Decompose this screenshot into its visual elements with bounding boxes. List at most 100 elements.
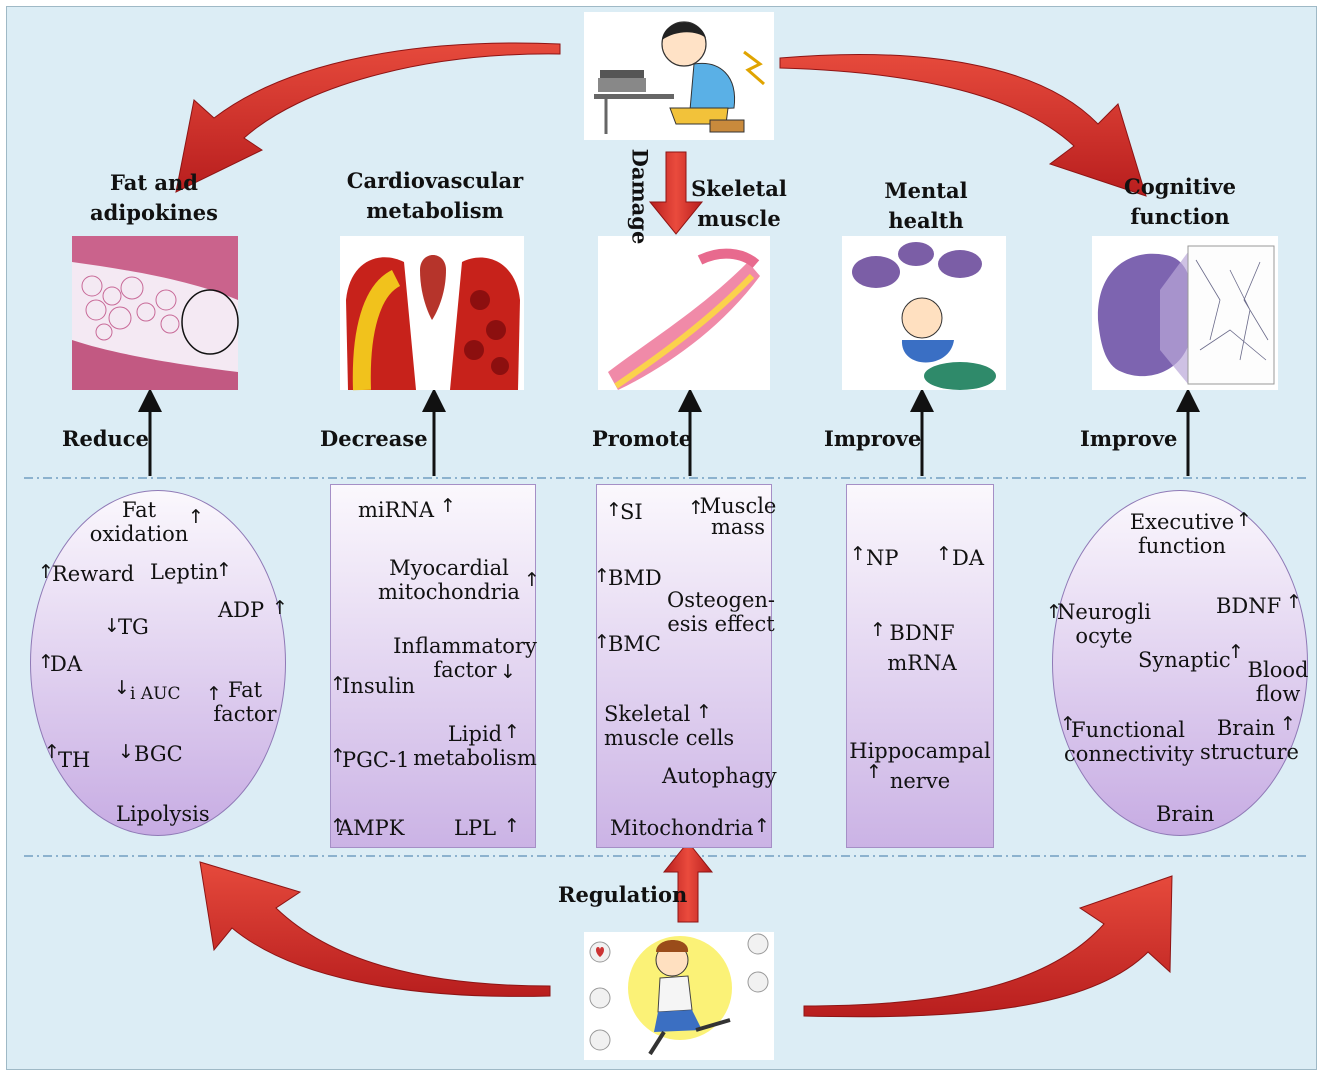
item-lipid: Lipid metabolism	[412, 722, 538, 770]
up-arrow-icon: ↑	[38, 651, 54, 673]
up-arrow-icon: ↑	[272, 597, 288, 619]
item-lipid-line1: Lipid	[447, 722, 503, 746]
up-arrow-icon: ↑	[330, 745, 346, 767]
item-bmc: BMC	[608, 632, 662, 656]
up-arrow-icon: ↑	[44, 741, 60, 763]
item-muscle-mass-line2: mass	[711, 515, 765, 539]
item-functional-line2: connectivity	[1064, 742, 1194, 766]
verb-decrease: Decrease	[320, 426, 428, 451]
item-blood-flow-line2: flow	[1255, 682, 1301, 706]
down-arrow-icon: ↓	[114, 677, 130, 699]
item-functional-line1: Functional	[1071, 718, 1185, 742]
curved-arrow-bottom-left	[199, 861, 551, 997]
item-neuroglia: Neurogli ocyte	[1056, 600, 1152, 648]
item-fat-oxidation-line2: oxidation	[89, 522, 189, 546]
item-reward: Reward	[52, 562, 135, 586]
up-arrow-icon: ↑	[38, 561, 54, 583]
fat-panel	[30, 490, 286, 836]
verb-reduce: Reduce	[62, 426, 149, 451]
item-fat-oxidation-line1: Fat	[121, 498, 157, 522]
up-arrow-icon: ↑	[1280, 713, 1296, 735]
item-brain-structure: Brain structure	[1200, 716, 1299, 764]
blood-vessel-heart-image	[340, 236, 524, 391]
item-myocardial: Myocardial mitochondria	[374, 556, 524, 604]
item-fat-factor-line1: Fat	[227, 678, 263, 702]
item-osteogenesis: Osteogen- esis effect	[664, 588, 778, 636]
damage-label: Damage	[627, 148, 653, 245]
up-arrow-icon: ↑	[440, 495, 456, 517]
item-mitochondria: Mitochondria	[610, 816, 754, 840]
item-muscle-cells: Skeletal muscle cells	[604, 702, 734, 750]
item-bdnf-line1: BDNF	[889, 621, 955, 645]
up-arrow-icon: ↑	[1286, 591, 1302, 613]
heading-fat-line1: Fat and	[110, 170, 198, 195]
item-inflammatory: Inflammatory factor	[392, 634, 538, 682]
heading-mental-line1: Mental	[884, 178, 968, 203]
item-blood-flow: Blood flow	[1244, 658, 1312, 706]
regulation-label: Regulation	[558, 882, 688, 907]
down-arrow-icon: ↓	[118, 741, 134, 763]
item-hippocampal-line1: Hippocampal	[849, 739, 991, 763]
item-insulin: Insulin	[342, 674, 416, 698]
item-bmd: BMD	[608, 566, 662, 590]
item-fat-oxidation: Fat oxidation	[84, 498, 194, 546]
item-executive: Executive function	[1120, 510, 1244, 558]
heading-skeletal: Skeletal muscle	[686, 174, 792, 234]
heading-skeletal-line1: Skeletal	[691, 176, 787, 201]
up-arrow-icon: ↑	[188, 506, 204, 528]
item-muscle-mass-line1: Muscle	[699, 494, 777, 518]
item-muscle-mass: Muscle mass	[698, 496, 778, 538]
item-inflammatory-line2: factor	[433, 658, 497, 682]
item-fat-factor-line2: factor	[213, 702, 277, 726]
skeletal-panel	[596, 484, 772, 848]
item-inflammatory-line1: Inflammatory	[393, 634, 537, 658]
verb-improve-mental: Improve	[824, 426, 922, 451]
item-brain-structure-line1: Brain	[1216, 716, 1276, 740]
item-hippocampal: Hippocampal nerve	[848, 736, 992, 796]
up-arrow-icon: ↑	[850, 543, 866, 565]
item-th: TH	[58, 748, 91, 772]
item-lpl: LPL	[454, 816, 497, 840]
up-arrow-icon: ↑	[504, 721, 520, 743]
item-osteogenesis-line2: esis effect	[667, 612, 775, 636]
item-da: DA	[50, 652, 83, 676]
item-bdnf-mrna: BDNF mRNA	[876, 618, 968, 678]
up-arrow-icon: ↑	[754, 815, 770, 837]
item-adp: ADP	[218, 598, 265, 622]
item-hippocampal-line2: nerve	[889, 769, 951, 793]
heading-cognitive-line1: Cognitive	[1124, 174, 1236, 199]
stressed-man-image	[842, 236, 1006, 390]
item-neuroglia-line1: Neurogli	[1057, 600, 1151, 624]
sitting-person-back-pain-icon	[584, 12, 774, 140]
heading-cognitive: Cognitive function	[1110, 172, 1250, 232]
item-lipid-line2: metabolism	[413, 746, 537, 770]
item-executive-line1: Executive	[1129, 510, 1235, 534]
brain-neurons-image	[1092, 236, 1278, 390]
up-arrow-icon: ↑	[524, 569, 540, 591]
item-bdnf: BDNF	[1216, 594, 1282, 618]
up-arrow-icon: ↑	[504, 815, 520, 837]
up-arrow-icon: ↑	[330, 815, 346, 837]
item-myocardial-line1: Myocardial	[389, 556, 509, 580]
up-arrow-icon: ↑	[330, 673, 346, 695]
heading-mental-line2: health	[888, 208, 964, 233]
verb-improve-cognitive: Improve	[1080, 426, 1178, 451]
heading-skeletal-line2: muscle	[697, 206, 781, 231]
up-arrow-icon: ↑	[870, 619, 886, 641]
item-myocardial-line2: mitochondria	[378, 580, 520, 604]
heading-fat-line2: adipokines	[90, 200, 218, 225]
item-leptin: Leptin	[150, 560, 219, 584]
item-iauc: i AUC	[130, 684, 181, 704]
item-si: SI	[620, 500, 643, 524]
item-osteogenesis-line1: Osteogen-	[667, 588, 775, 612]
up-arrow-icon: ↑	[1046, 601, 1062, 623]
item-lipolysis: Lipolysis	[116, 802, 210, 826]
curved-arrow-top-right	[779, 54, 1147, 197]
item-functional: Functional connectivity	[1064, 718, 1194, 766]
item-pgc: PGC-1	[342, 748, 410, 772]
regulation-arrow	[662, 841, 714, 923]
up-arrow-icon: ↑	[594, 631, 610, 653]
up-arrow-icon: ↑	[688, 497, 704, 519]
up-arrow-icon: ↑	[1228, 641, 1244, 663]
